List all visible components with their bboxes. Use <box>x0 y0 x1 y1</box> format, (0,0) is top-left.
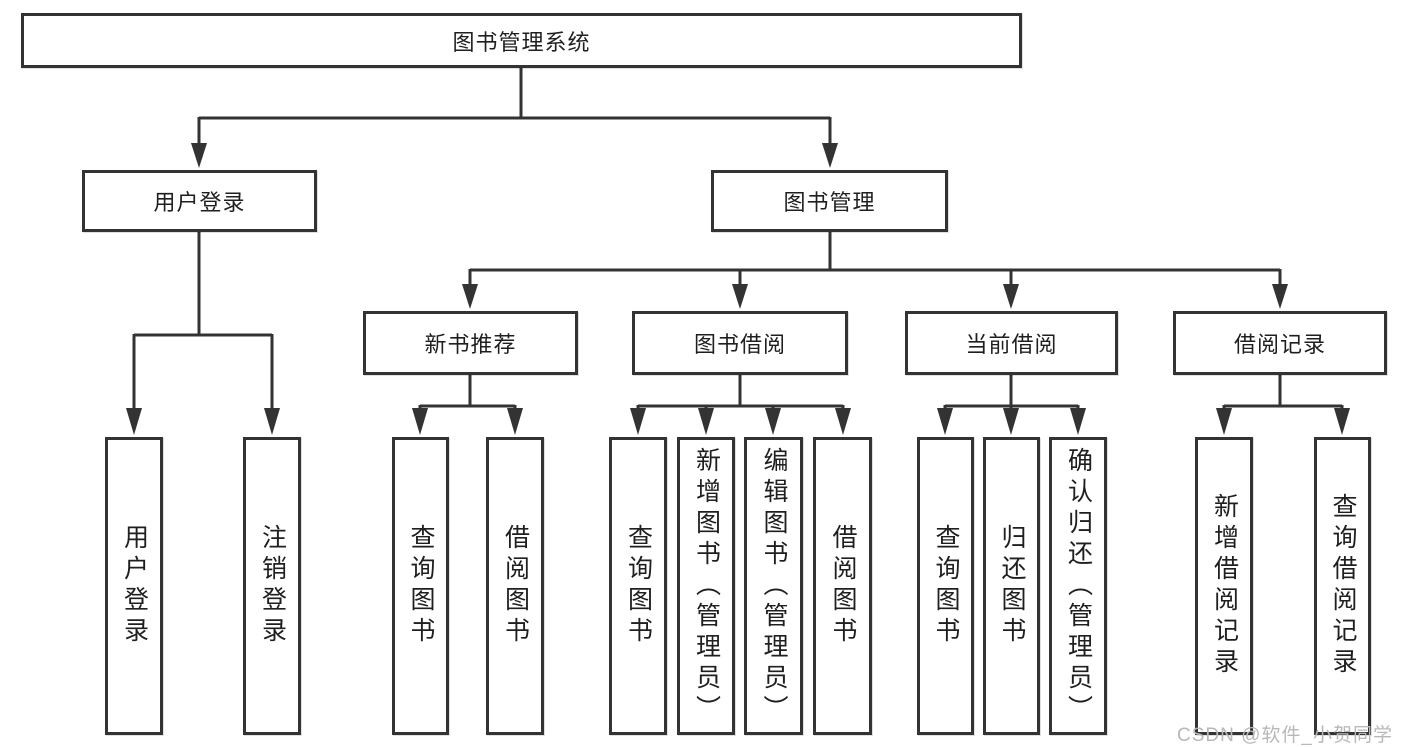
node-book-borrowing-label: 图书借阅 <box>693 332 786 357</box>
node-book-borrowing: 图书借阅 <box>632 311 848 375</box>
node-recommend-query-book-label: 查询图书 <box>407 524 435 648</box>
node-new-book-recommend: 新书推荐 <box>363 311 578 375</box>
node-root: 图书管理系统 <box>21 13 1022 68</box>
node-borrow-borrow-book: 借阅图书 <box>813 437 872 735</box>
node-user-login-label: 用户登录 <box>153 190 246 215</box>
node-borrowing-records: 借阅记录 <box>1173 311 1387 375</box>
node-current-query-book-label: 查询图书 <box>932 524 960 648</box>
node-leaf-user-login: 用户登录 <box>105 437 163 735</box>
node-borrow-edit-book: 编辑图书（管理员） <box>744 437 803 735</box>
node-current-borrowing-label: 当前借阅 <box>965 332 1058 357</box>
node-borrow-borrow-book-label: 借阅图书 <box>829 524 857 648</box>
node-current-confirm-return: 确认归还（管理员） <box>1049 437 1107 735</box>
node-record-query-record: 查询借阅记录 <box>1314 437 1371 735</box>
node-current-query-book: 查询图书 <box>917 437 974 735</box>
node-leaf-logout: 注销登录 <box>243 437 301 735</box>
node-record-add-record: 新增借阅记录 <box>1195 437 1253 735</box>
node-current-borrowing: 当前借阅 <box>905 311 1118 375</box>
node-borrow-edit-book-label: 编辑图书（管理员） <box>760 446 788 726</box>
node-recommend-query-book: 查询图书 <box>392 437 449 735</box>
node-root-label: 图书管理系统 <box>452 29 591 55</box>
node-borrow-add-book-label: 新增图书（管理员） <box>692 446 721 726</box>
node-record-query-record-label: 查询借阅记录 <box>1329 493 1357 679</box>
node-borrowing-records-label: 借阅记录 <box>1233 332 1326 357</box>
node-book-management-label: 图书管理 <box>783 190 876 215</box>
node-current-confirm-return-label: 确认归还（管理员） <box>1064 446 1093 726</box>
node-book-management: 图书管理 <box>711 170 948 232</box>
node-leaf-user-login-label: 用户登录 <box>120 524 149 648</box>
node-borrow-query-book: 查询图书 <box>609 437 667 735</box>
arrow-heads <box>126 143 1350 435</box>
node-current-return-book-label: 归还图书 <box>998 524 1026 648</box>
node-recommend-borrow-book: 借阅图书 <box>486 437 544 735</box>
node-record-add-record-label: 新增借阅记录 <box>1210 493 1239 679</box>
node-borrow-query-book-label: 查询图书 <box>624 524 653 648</box>
node-user-login: 用户登录 <box>82 170 317 232</box>
node-current-return-book: 归还图书 <box>983 437 1040 735</box>
node-recommend-borrow-book-label: 借阅图书 <box>501 524 530 648</box>
node-leaf-logout-label: 注销登录 <box>258 524 287 648</box>
node-new-book-recommend-label: 新书推荐 <box>424 332 517 357</box>
csdn-watermark: CSDN @软件_小贺同学 <box>1177 725 1393 746</box>
node-borrow-add-book: 新增图书（管理员） <box>677 437 735 735</box>
